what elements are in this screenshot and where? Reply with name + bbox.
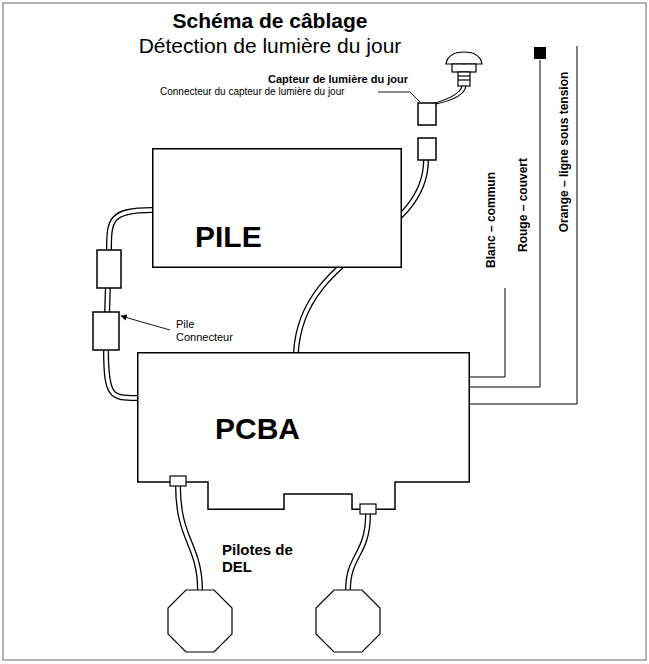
- wire-label: Blanc – commun: [485, 172, 499, 268]
- wire-label: Rouge – couvert: [517, 158, 531, 252]
- subtitle: Détection de lumière du jour: [139, 34, 402, 58]
- part-name: Pilotes de DEL: [222, 541, 312, 576]
- orange-wire: [470, 46, 577, 404]
- leader-line: [378, 92, 420, 102]
- battery-connector: [93, 312, 119, 350]
- leader-arrow: [121, 316, 170, 330]
- pcba-board: PCBA: [137, 352, 470, 510]
- box-outline: [137, 352, 470, 510]
- sensor-connector: [418, 138, 436, 160]
- part-name: Connecteur du capteur de lumière du jour: [160, 86, 345, 98]
- led-driver: [316, 590, 380, 652]
- box-outline: [152, 148, 402, 268]
- part-name: Capteur de lumière du jour: [268, 73, 408, 86]
- battery-connector: [97, 250, 121, 288]
- red-wire: [470, 60, 540, 387]
- diagram-title: Schéma de câblage: [0, 9, 540, 33]
- led-driver: [168, 590, 232, 652]
- white-wire: [470, 288, 505, 377]
- daylight-sensor: [432, 52, 482, 104]
- box-label: PILE: [195, 222, 262, 252]
- part-name: Pile Connecteur: [176, 318, 248, 343]
- box-label: PCBA: [215, 414, 300, 444]
- frame: [3, 3, 646, 660]
- battery-box: PILE: [152, 148, 402, 268]
- wire-label: Orange – ligne sous tension: [558, 72, 572, 233]
- sensor-connector: [418, 103, 436, 125]
- wire-cap: [534, 47, 546, 59]
